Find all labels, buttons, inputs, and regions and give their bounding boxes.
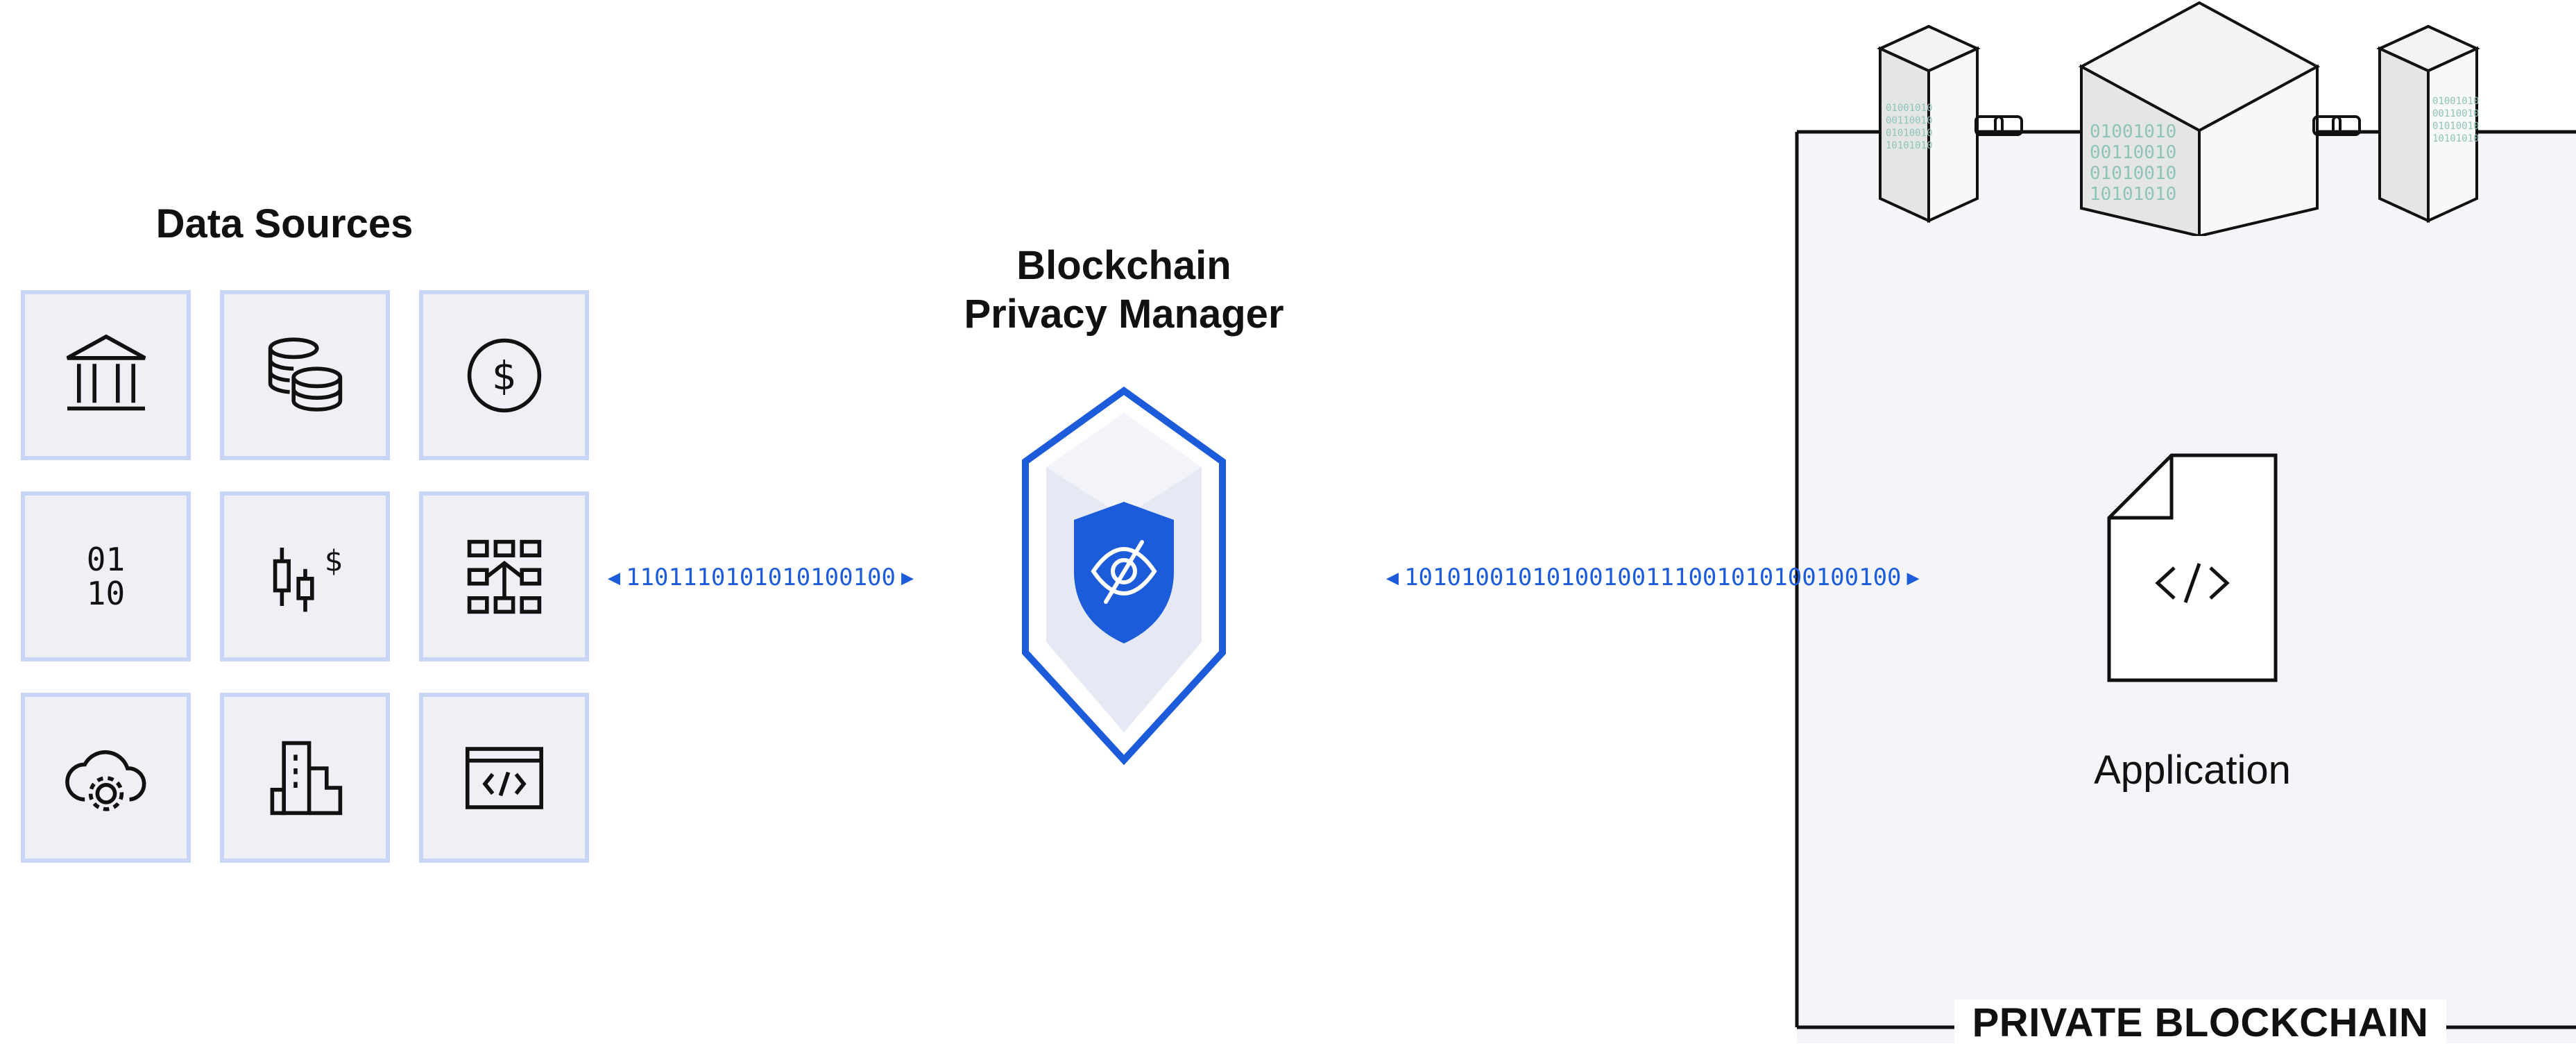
arrow-right-icon: ▶ [1907, 565, 1920, 590]
block-1-line-3: 01010010 [1886, 128, 1932, 139]
block-3 [2376, 24, 2480, 223]
tile-code-window[interactable] [419, 693, 589, 863]
block-3-line-3: 01010010 [2432, 121, 2479, 132]
svg-text:$: $ [325, 543, 343, 577]
block-2-line-1: 01001010 [2090, 121, 2176, 142]
tile-cloud-gear[interactable] [21, 693, 191, 863]
privacy-manager-title: Blockchain Privacy Manager [860, 242, 1388, 338]
tile-candlestick[interactable]: $ [220, 491, 390, 661]
block-1 [1877, 24, 1981, 223]
arrow-right-icon: ▶ [901, 565, 914, 590]
tile-dollar-coin[interactable]: $ [419, 290, 589, 460]
stream-left-bits: 1101110101010100100 [626, 564, 896, 591]
privacy-manager-title-line2: Privacy Manager [964, 291, 1284, 337]
private-blockchain-label: PRIVATE BLOCKCHAIN [1954, 999, 2447, 1046]
block-2 [2078, 1, 2321, 236]
block-3-line-4: 10101010 [2432, 133, 2479, 144]
coin-stack-icon [268, 337, 342, 412]
buildings-icon [270, 741, 342, 815]
code-window-icon [465, 746, 543, 809]
block-3-line-1: 01001010 [2432, 96, 2479, 107]
application-label: Application [2094, 748, 2291, 793]
block-1-line-1: 01001010 [1886, 103, 1932, 114]
arrow-left-icon: ◀ [608, 565, 621, 590]
bank-icon [66, 334, 146, 410]
eye-slash-shield-icon [1074, 502, 1174, 643]
stream-right-bits: 10101001010100100111001010100100100 [1404, 564, 1902, 591]
data-stream-right: ◀ 10101001010100100111001010100100100 ▶ [1381, 564, 1925, 591]
tile-bank[interactable] [21, 290, 191, 460]
binary-icon: 01 10 [86, 541, 126, 612]
data-sources-title: Data Sources [155, 201, 413, 246]
block-1-line-4: 10101010 [1886, 140, 1932, 151]
tile-network[interactable] [419, 491, 589, 661]
candlestick-dollar-icon: $ [273, 543, 343, 611]
block-2-line-4: 10101010 [2090, 184, 2176, 205]
cloud-gear-icon [65, 750, 146, 811]
chain-link-1 [1974, 115, 2023, 136]
block-3-line-2: 00110010 [2432, 108, 2479, 119]
block-2-line-3: 01010010 [2090, 163, 2176, 184]
chain-link-2 [2312, 115, 2361, 136]
dollar-coin-icon: $ [467, 338, 541, 412]
privacy-manager-title-line1: Blockchain [1016, 243, 1231, 288]
tile-binary[interactable]: 01 10 [21, 491, 191, 661]
tile-coin-stack[interactable] [220, 290, 390, 460]
blockchain-blocks: 01001010 00110010 01010010 10101010 0100… [1877, 1, 2480, 236]
svg-text:$: $ [492, 353, 517, 398]
block-2-line-2: 00110010 [2090, 142, 2176, 163]
private-blockchain-label-wrap: PRIVATE BLOCKCHAIN [1783, 999, 2576, 1046]
data-stream-left: ◀ 1101110101010100100 ▶ [602, 564, 919, 591]
tile-buildings[interactable] [220, 693, 390, 863]
block-1-line-2: 00110010 [1886, 115, 1932, 126]
code-file-icon[interactable] [2102, 451, 2283, 687]
privacy-manager-hexagon[interactable] [1020, 385, 1228, 767]
arrow-left-icon: ◀ [1386, 565, 1399, 590]
network-grid-icon [467, 539, 541, 614]
